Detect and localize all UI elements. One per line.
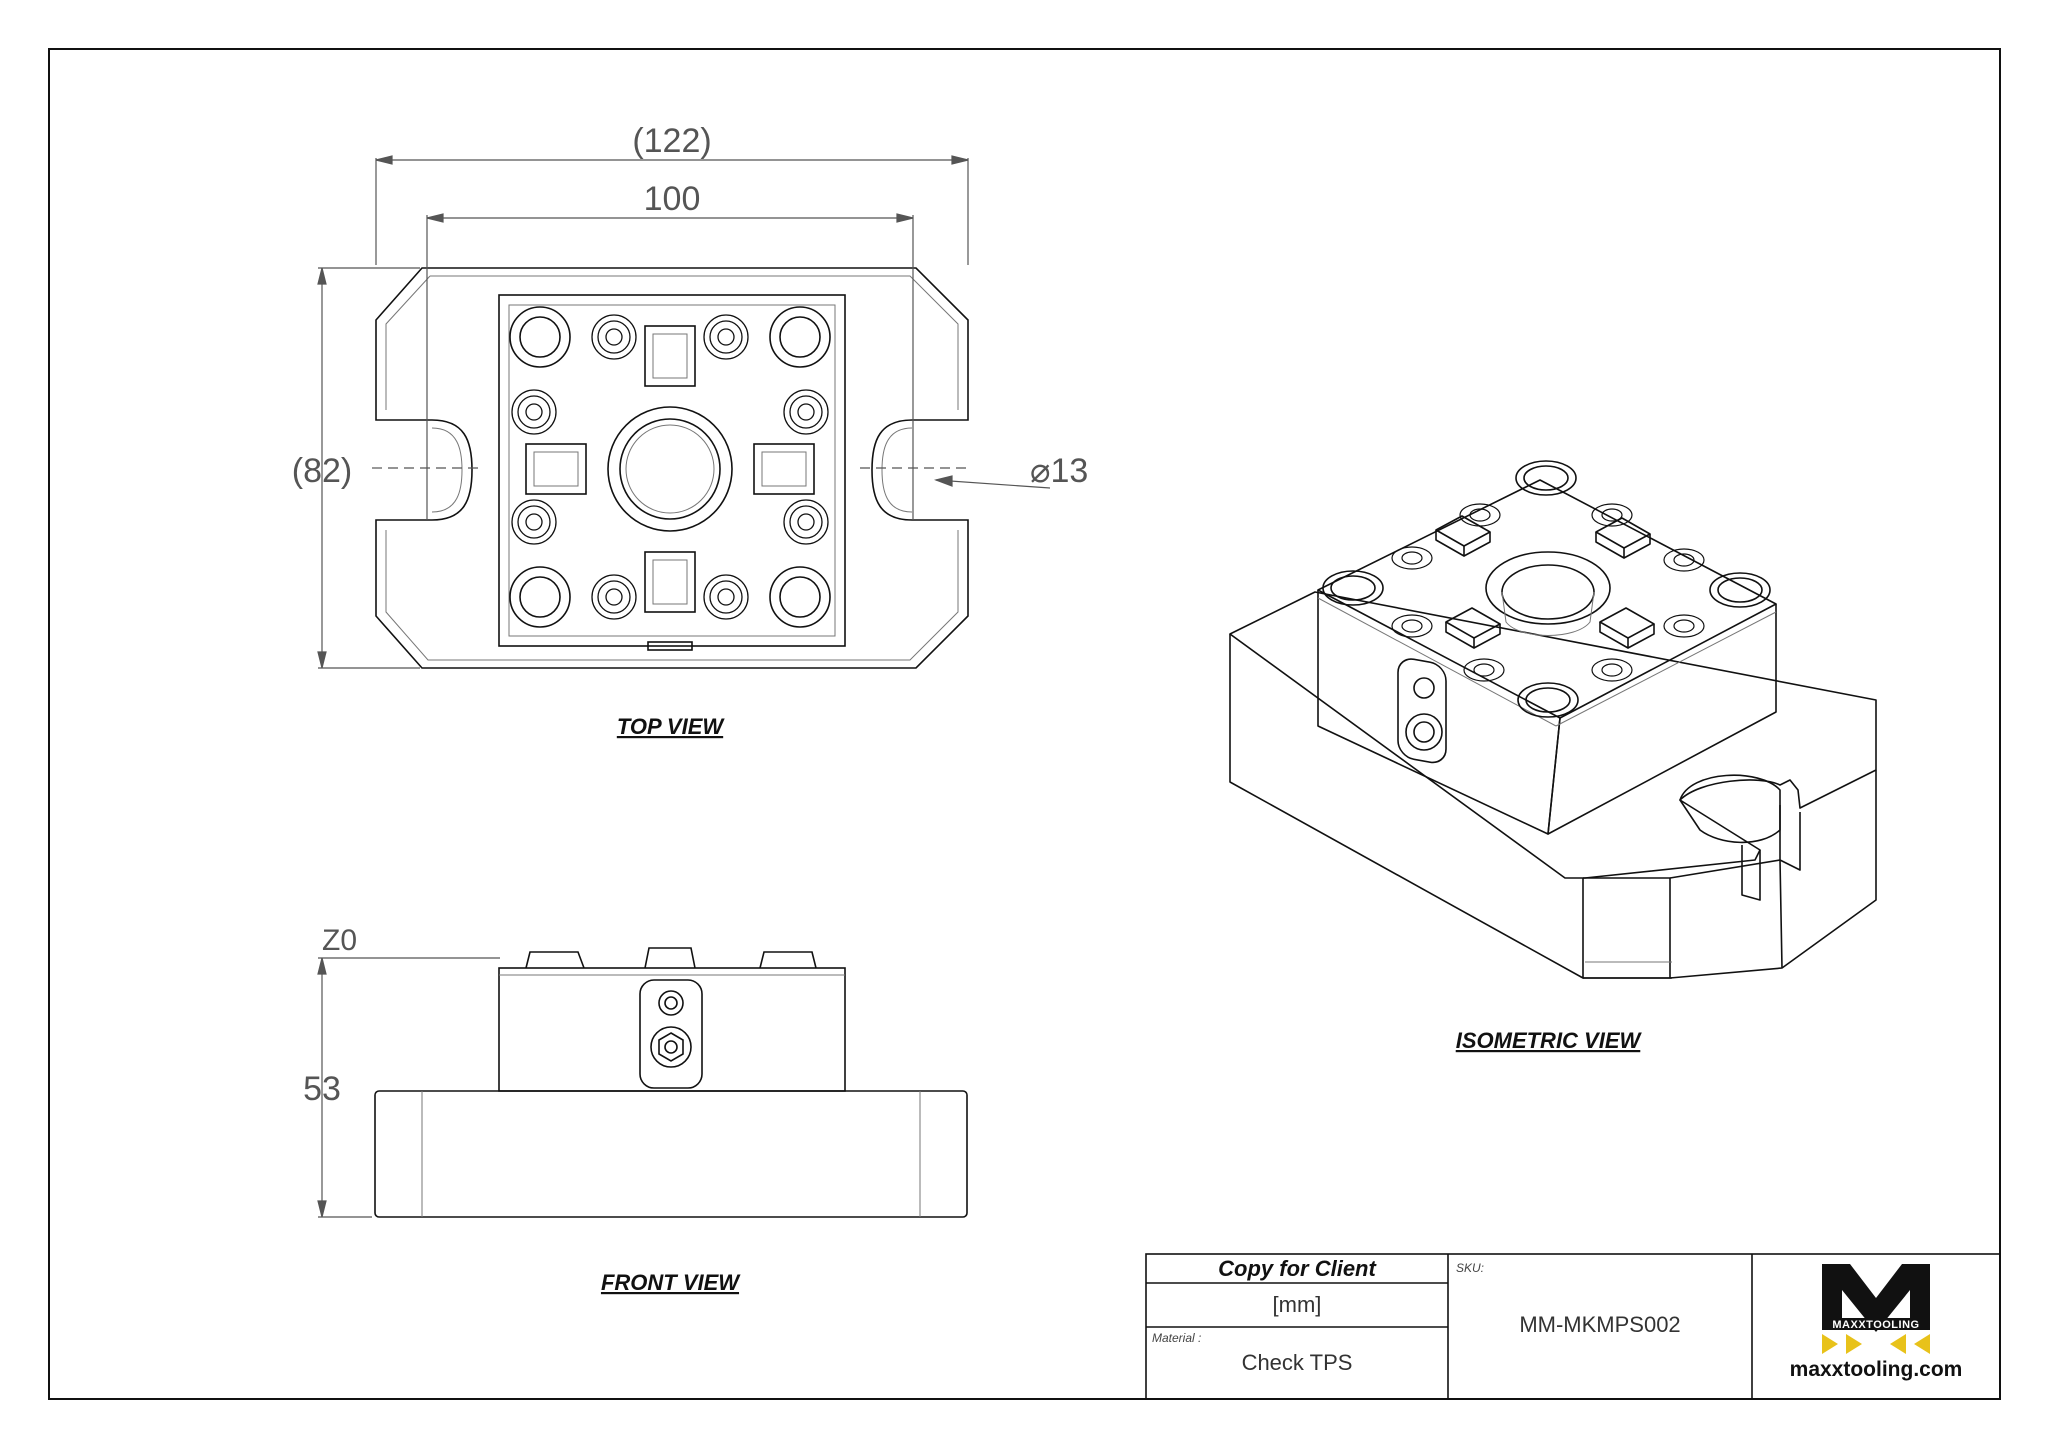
dim-zero-reference: Z0: [322, 924, 357, 957]
maxxtooling-logo: MAXXTOOLING: [1822, 1264, 1930, 1354]
dim-width: 100: [644, 180, 701, 218]
top-view-center-bore: [607, 406, 733, 532]
isometric-view: [1229, 460, 1877, 979]
top-view: [375, 267, 969, 669]
title-block: [1145, 1253, 2001, 1400]
top-view-chuck-body: [498, 294, 846, 647]
dim-overall-width: (122): [632, 122, 711, 160]
top-view-label: TOP VIEW: [617, 714, 726, 739]
front-view-side-plate: [639, 979, 703, 1089]
material-caption: Material :: [1152, 1331, 1201, 1345]
front-view-label: FRONT VIEW: [601, 1270, 741, 1295]
front-view: [374, 947, 968, 1218]
top-view-dimensions: [317, 155, 1051, 669]
material-value: Check TPS: [1242, 1350, 1353, 1375]
website-label: maxxtooling.com: [1790, 1358, 1963, 1381]
dim-height: (82): [292, 452, 352, 490]
sku-caption: SKU:: [1456, 1261, 1484, 1275]
logo-wordmark: MAXXTOOLING: [1832, 1319, 1919, 1331]
iso-keys: [1435, 515, 1655, 649]
units-label: [mm]: [1273, 1292, 1322, 1317]
top-view-screw-holes: [511, 314, 829, 620]
top-view-base-outline: [375, 267, 969, 669]
sku-value: MM-MKMPS002: [1519, 1312, 1680, 1337]
front-view-dimensions: [317, 957, 500, 1218]
dim-front-height: 53: [303, 1070, 341, 1108]
top-view-keys: [525, 325, 815, 613]
copy-for-client-label: Copy for Client: [1218, 1256, 1377, 1281]
top-view-large-holes: [509, 306, 831, 628]
iso-center-bore: [1485, 551, 1611, 636]
isometric-view-label: ISOMETRIC VIEW: [1456, 1028, 1643, 1053]
iso-large-holes: [1322, 460, 1771, 718]
sheet-border: [48, 48, 2001, 1400]
front-view-chuck: [498, 967, 846, 1092]
dim-slot-diameter: ⌀13: [1030, 452, 1088, 490]
iso-screw-holes: [1391, 503, 1705, 682]
front-view-base: [374, 1090, 968, 1218]
